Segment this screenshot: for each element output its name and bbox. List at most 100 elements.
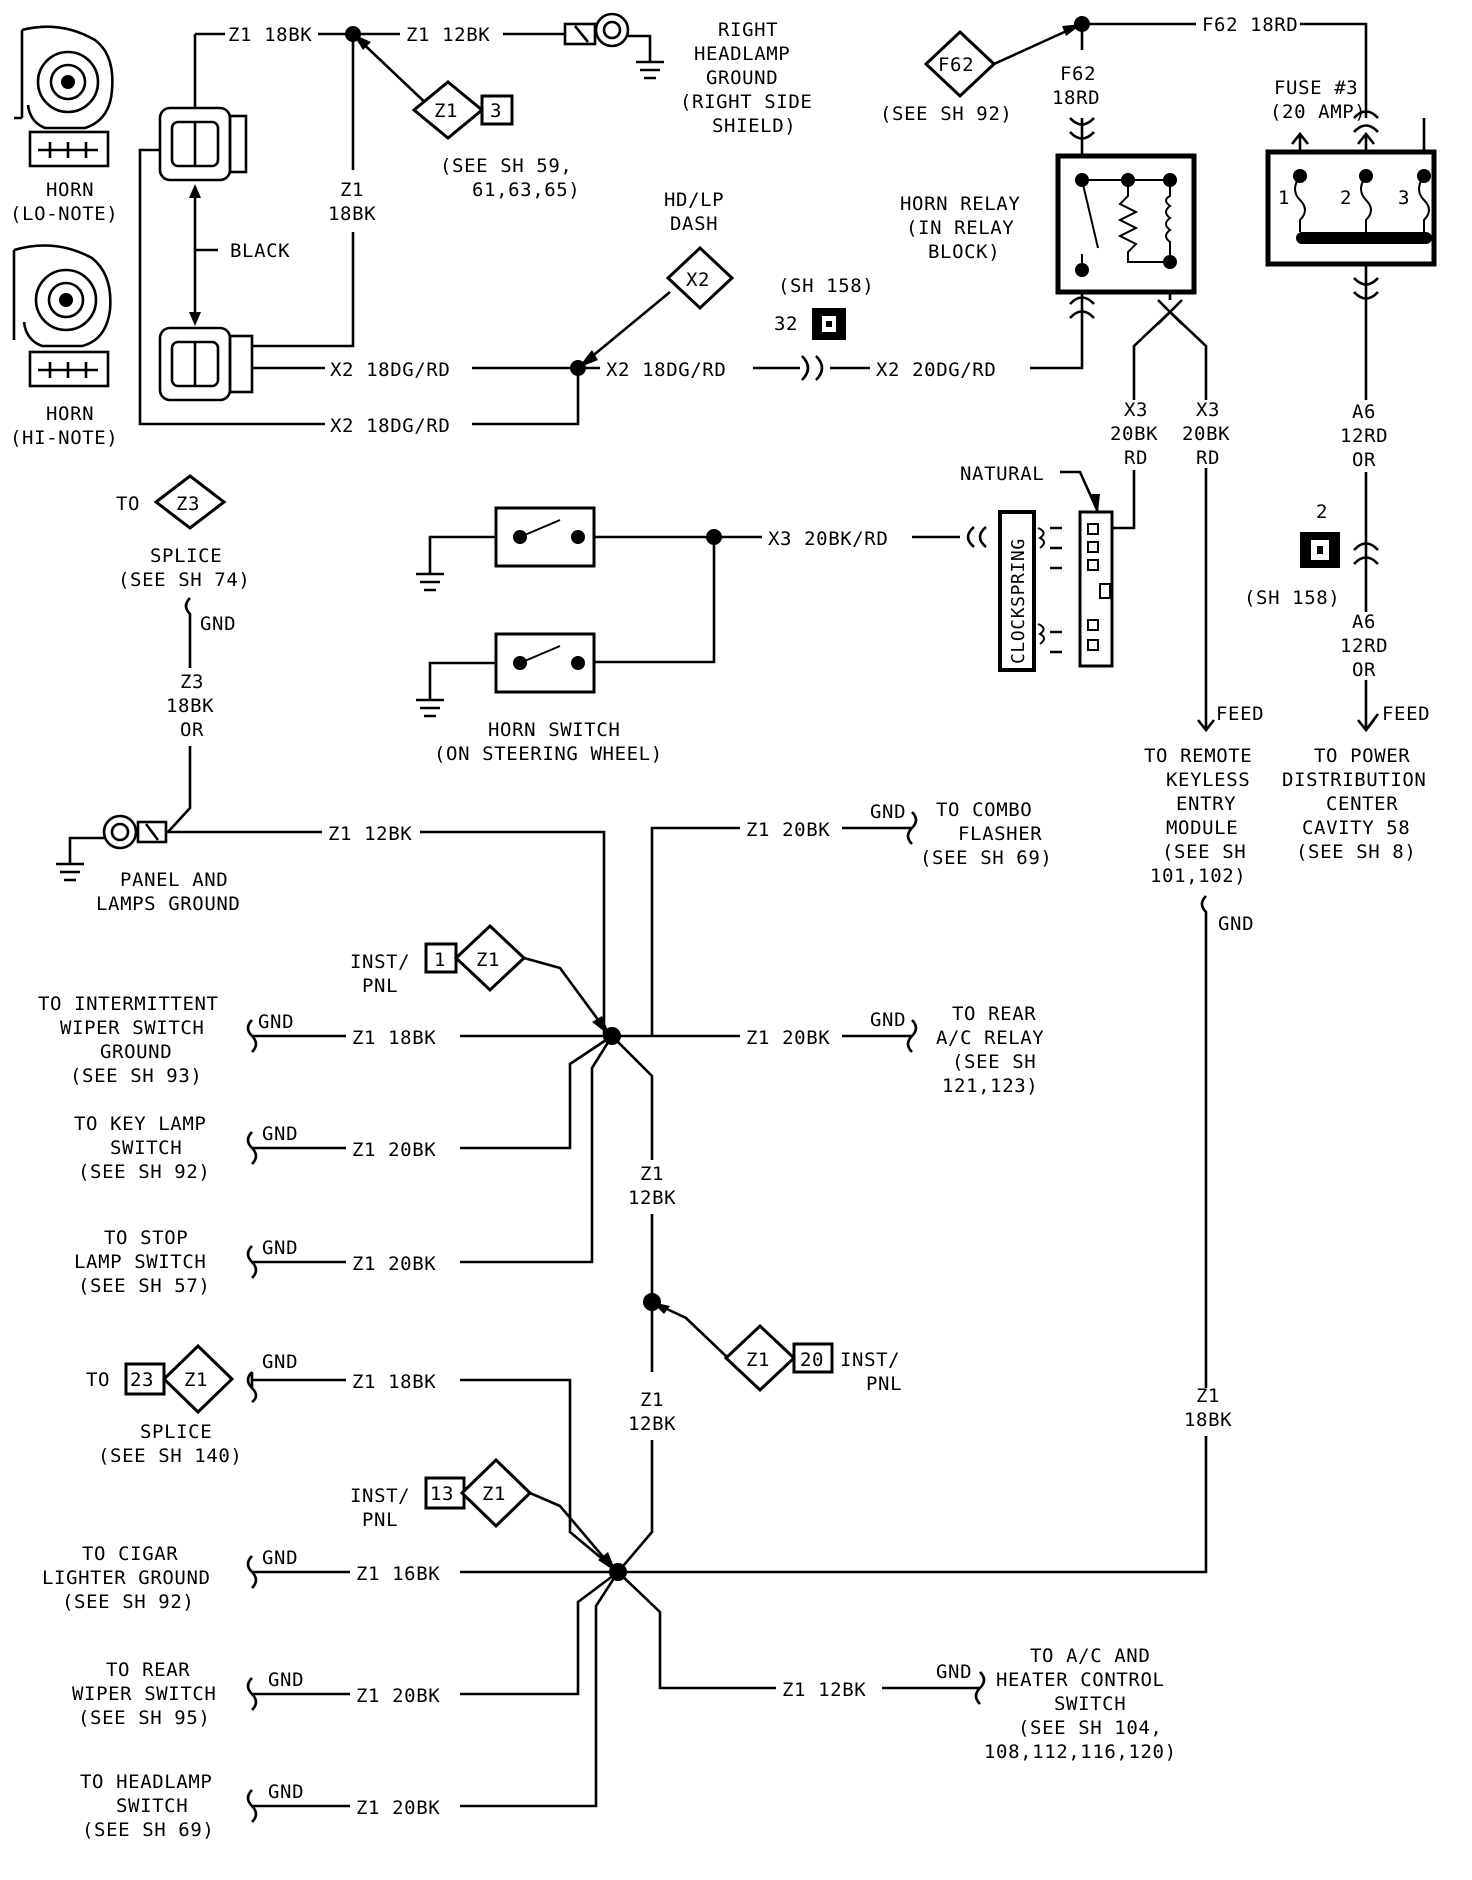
inst1-t2: PNL — [362, 975, 398, 997]
horn-switch-l1: HORN SWITCH — [488, 719, 620, 741]
stoplamp-l2: LAMP SWITCH — [74, 1251, 206, 1273]
pdc-l5: (SEE SH 8) — [1296, 841, 1416, 863]
connector-f62-code: F62 — [938, 54, 974, 76]
achtr-l5: 108,112,116,120) — [984, 1741, 1177, 1763]
rearac-l1: TO REAR — [952, 1003, 1036, 1025]
connector-x2-title1: HD/LP — [664, 189, 724, 211]
cigar-l2: LIGHTER GROUND — [42, 1567, 211, 1589]
wire-x3-20bkrd: X3 20BK/RD — [768, 528, 888, 550]
achtr-l3: SWITCH — [1054, 1693, 1126, 1715]
wire-f62-v1: F62 — [1060, 63, 1096, 85]
panel-ground-icon — [56, 814, 168, 882]
horn-hi-name: HORN — [46, 403, 94, 425]
connector-inst13 — [424, 1457, 533, 1529]
pdc-l1: TO POWER — [1314, 745, 1410, 767]
natural-label: NATURAL — [960, 463, 1044, 485]
wire-z1-12bk-mid-1: Z1 — [640, 1163, 664, 1185]
connector-f62-note: (SEE SH 92) — [880, 103, 1012, 125]
keylamp-l3: (SEE SH 92) — [78, 1161, 210, 1183]
combo-l2: FLASHER — [958, 823, 1042, 845]
wire-z1-12bk-mid-2: 12BK — [628, 1187, 676, 1209]
fuse-icon — [1265, 149, 1437, 267]
feed-pdc: FEED — [1382, 703, 1430, 725]
wire-z3-3: OR — [180, 719, 204, 741]
wire-z1-18bk-right-2: 18BK — [1184, 1409, 1232, 1431]
wire-x2-20dgrd: X2 20DG/RD — [876, 359, 996, 381]
keyless-l4: MODULE — [1166, 817, 1238, 839]
horn-lo-note: (LO-NOTE) — [10, 203, 118, 225]
wire-z1-18bk-splice: Z1 18BK — [352, 1371, 436, 1393]
inst13-t1: INST/ — [350, 1485, 410, 1507]
sh158-top-connector-icon — [812, 308, 846, 340]
connector-z1-3-note1: (SEE SH 59, — [440, 155, 572, 177]
clockspring-label: CLOCKSPRING — [1008, 538, 1029, 664]
horn-hi-connector — [158, 326, 254, 402]
headlamp-l3: (SEE SH 69) — [82, 1819, 214, 1841]
wiper-l4: (SEE SH 93) — [70, 1065, 202, 1087]
connector-x2 — [665, 245, 735, 311]
combo-l1: TO COMBO — [936, 799, 1032, 821]
connector-z1-3-code: Z1 — [434, 100, 458, 122]
horn-lo-name: HORN — [46, 179, 94, 201]
rearac-gnd: GND — [870, 1009, 906, 1031]
pdc-l4: CAVITY 58 — [1302, 817, 1410, 839]
achtr-l2: HEATER CONTROL — [996, 1669, 1165, 1691]
keylamp-l1: TO KEY LAMP — [74, 1113, 206, 1135]
cigar-gnd: GND — [262, 1547, 298, 1569]
panel-ground-l1: PANEL AND — [120, 869, 228, 891]
wire-z1-20bk-headlamp: Z1 20BK — [356, 1797, 440, 1819]
wire-a6b-2: 12RD — [1340, 635, 1388, 657]
wiper-l1: TO INTERMITTENT — [38, 993, 219, 1015]
splice23-title1: SPLICE — [140, 1421, 212, 1443]
wire-z1-vert-1: Z1 — [340, 179, 364, 201]
connector-inst20 — [723, 1323, 834, 1393]
right-headlamp-ground-icon — [563, 12, 664, 80]
connector-z3 — [153, 474, 227, 530]
wire-z1-18bk-top: Z1 18BK — [228, 24, 312, 46]
wire-z1-18bk-wiper: Z1 18BK — [352, 1027, 436, 1049]
achtr-l4: (SEE SH 104, — [1018, 1717, 1162, 1739]
inst1-code: Z1 — [476, 949, 500, 971]
sh158-top-label: (SH 158) — [778, 275, 874, 297]
wire-x3-l1: X3 — [1124, 399, 1148, 421]
inst13-code: Z1 — [482, 1483, 506, 1505]
inst20-code: Z1 — [746, 1349, 770, 1371]
feed-keyless: FEED — [1216, 703, 1264, 725]
sh158-side-pin: 2 — [1316, 501, 1328, 523]
connector-z1-3-num: 3 — [490, 100, 502, 122]
wire-z1-16bk-cigar: Z1 16BK — [356, 1563, 440, 1585]
wire-x2-18dgrd-c: X2 18DG/RD — [330, 415, 450, 437]
inst13-t2: PNL — [362, 1509, 398, 1531]
wire-x3-r3: RD — [1196, 447, 1220, 469]
horn-relay-l2: (IN RELAY — [906, 217, 1014, 239]
keylamp-l2: SWITCH — [110, 1137, 182, 1159]
splice23-code: Z1 — [184, 1369, 208, 1391]
connector-z3-title1: SPLICE — [150, 545, 222, 567]
horn-relay-icon — [1055, 153, 1197, 295]
wiper-gnd: GND — [258, 1011, 294, 1033]
keylamp-gnd: GND — [262, 1123, 298, 1145]
right-ground-l1: RIGHT — [718, 19, 778, 41]
fuse-p1: 1 — [1278, 187, 1290, 209]
inst1-t1: INST/ — [350, 951, 410, 973]
rearac-l3: (SEE SH — [952, 1051, 1036, 1073]
wire-z1-12bk-low-1: Z1 — [640, 1389, 664, 1411]
horn-lo-icon — [14, 25, 114, 168]
wire-z1-20bk-rearwiper: Z1 20BK — [356, 1685, 440, 1707]
headlamp-l1: TO HEADLAMP — [80, 1771, 212, 1793]
pdc-l3: CENTER — [1326, 793, 1398, 815]
rearwiper-l1: TO REAR — [106, 1659, 190, 1681]
horn-relay-l3: BLOCK) — [928, 241, 1000, 263]
horn-hi-note: (HI-NOTE) — [10, 427, 118, 449]
wire-z3-2: 18BK — [166, 695, 214, 717]
inst13-num: 13 — [430, 1483, 454, 1505]
sh158-side-label: (SH 158) — [1244, 587, 1340, 609]
connector-inst1 — [424, 923, 527, 993]
gnd-z3: GND — [200, 613, 236, 635]
wire-x2-18dgrd-a: X2 18DG/RD — [330, 359, 450, 381]
combo-l3: (SEE SH 69) — [920, 847, 1052, 869]
right-ground-l2: HEADLAMP — [694, 43, 790, 65]
connector-z3-to: TO — [116, 493, 140, 515]
stoplamp-l1: TO STOP — [104, 1227, 188, 1249]
